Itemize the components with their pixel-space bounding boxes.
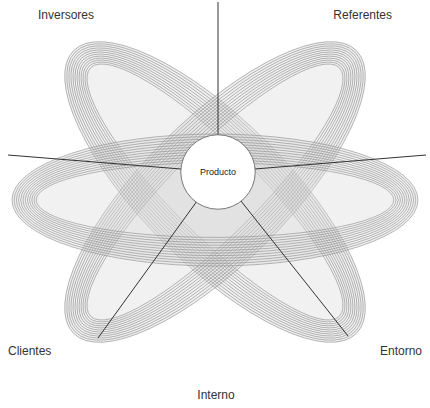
stakeholder-label: Interno (195, 388, 236, 402)
orbit-ring (12, 134, 418, 266)
stakeholder-label: Entorno (378, 344, 424, 358)
circle-shape (181, 135, 255, 209)
node-label: Producto (200, 167, 236, 177)
stakeholder-label: Referentes (331, 8, 394, 22)
stakeholder-label: Inversores (36, 8, 96, 22)
product-circle: Producto (180, 134, 256, 210)
orbit-fill (12, 134, 418, 266)
orbit-rings (12, 0, 418, 384)
sector-lines (8, 2, 426, 338)
stakeholder-label: Clientes (6, 344, 53, 358)
